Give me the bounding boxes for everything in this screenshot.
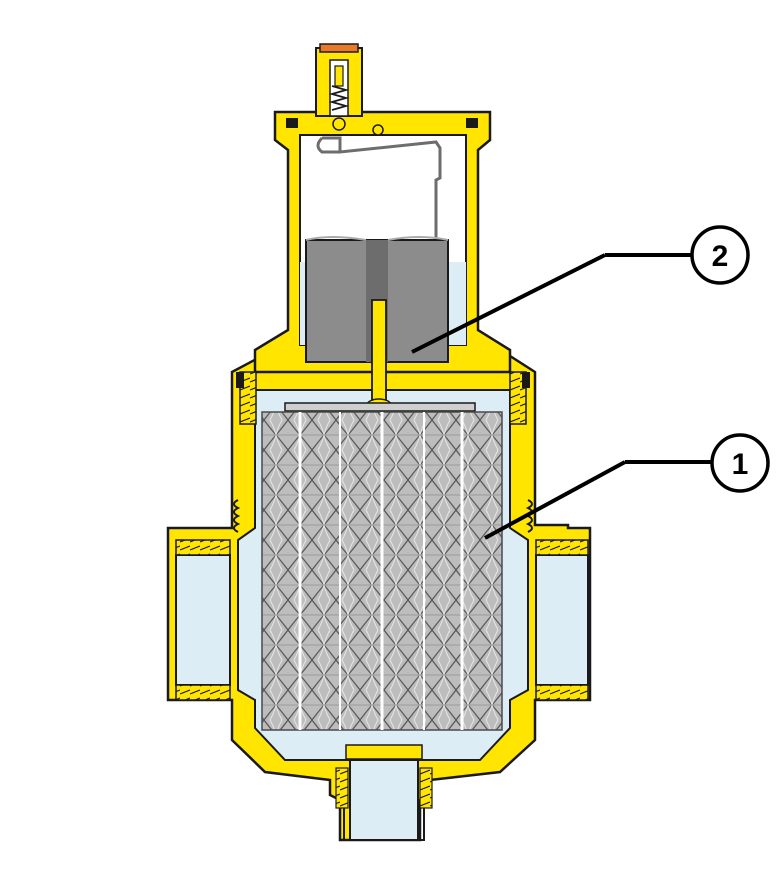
callout-1-circle bbox=[710, 433, 770, 493]
vent-valve bbox=[315, 43, 384, 136]
callout-2-circle bbox=[690, 225, 750, 285]
callout-1-number: 1 bbox=[732, 448, 749, 481]
drain-fitting bbox=[335, 744, 433, 841]
mesh-element bbox=[261, 402, 503, 731]
callout-2-leader bbox=[411, 253, 606, 354]
callout-1: 1 bbox=[484, 433, 770, 540]
callout-2: 2 bbox=[411, 225, 750, 354]
callout-1-leader bbox=[484, 460, 626, 540]
callout-2-number: 2 bbox=[712, 240, 729, 273]
